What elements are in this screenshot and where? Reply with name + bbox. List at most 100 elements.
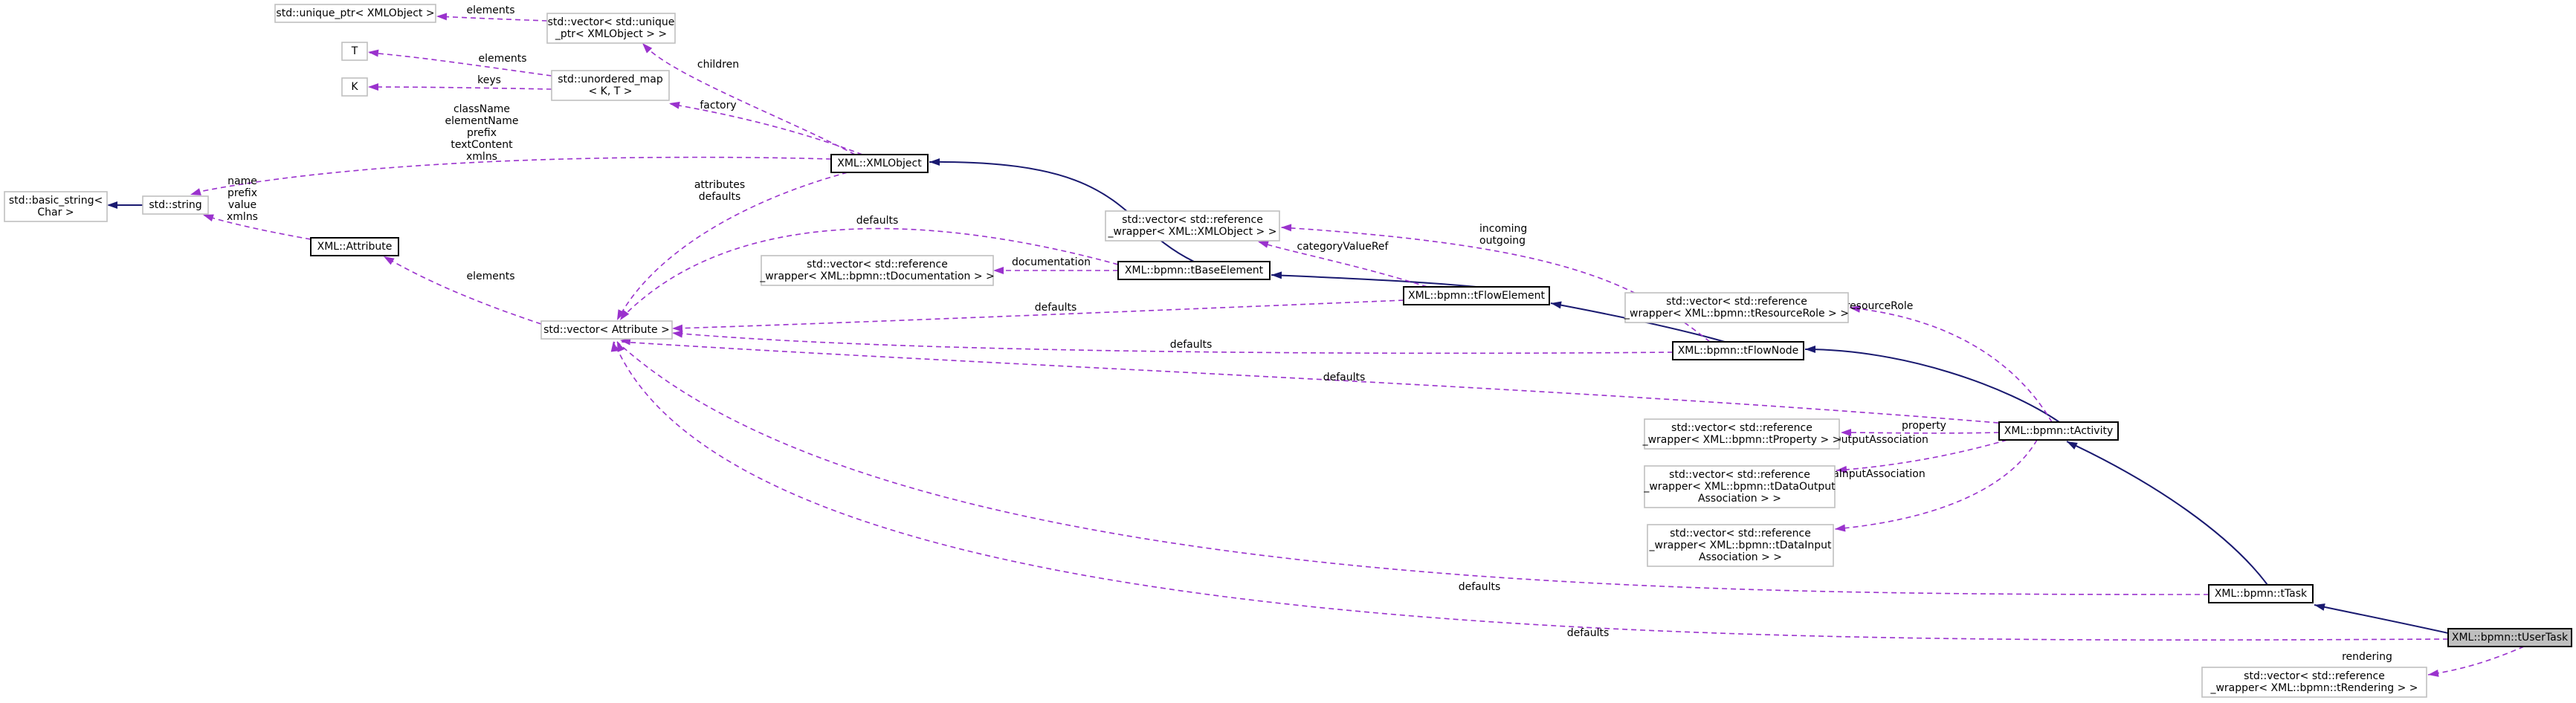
node-box	[761, 255, 994, 286]
class-node-vec-uptr[interactable]: std::vector< std::unique_ptr< XMLObject …	[546, 13, 676, 44]
arrowhead	[610, 341, 619, 352]
edge-e-activity-vecattr: defaults	[620, 337, 2008, 424]
edge-e-factory: factory	[669, 100, 863, 155]
arrowhead	[1258, 241, 1269, 248]
arrowhead	[620, 309, 630, 320]
arrowhead	[2428, 670, 2439, 677]
edge-line	[437, 16, 548, 22]
class-node-K[interactable]: K	[341, 77, 368, 97]
edge-label-line: defaults	[1459, 581, 1501, 593]
edge-label-line: documentation	[1012, 256, 1091, 268]
arrowhead	[1271, 271, 1282, 279]
node-label-line: XML::XMLObject	[837, 158, 922, 169]
node-label-line: XML::bpmn::tFlowElement	[1408, 290, 1546, 302]
edge-e-resource: resourceRole	[1846, 300, 2053, 423]
edge-e-elements-uptr: elements	[436, 4, 548, 22]
class-node-vec-prop[interactable]: std::vector< std::reference_wrapper< XML…	[1642, 418, 1841, 450]
edge-label-line: xmlns	[227, 211, 258, 223]
edge-label-line: attributes	[694, 179, 745, 191]
class-node-ttask[interactable]: XML::bpmn::tTask	[2208, 584, 2314, 603]
edge-label-line: defaults	[1323, 372, 1366, 383]
class-node-umap[interactable]: std::unordered_map< K, T >	[551, 70, 670, 101]
edge-label: defaults	[1323, 372, 1366, 383]
edge-label-line: defaults	[1567, 627, 1610, 639]
node-box	[1672, 341, 1804, 360]
node-label-line: K	[351, 81, 358, 93]
class-node-tflowelem[interactable]: XML::bpmn::tFlowElement	[1403, 286, 1550, 305]
class-node-string[interactable]: std::string	[142, 195, 209, 215]
edge-line	[1836, 439, 2008, 471]
edge-label-line: value	[228, 199, 256, 211]
class-node-vec-xmlref[interactable]: std::vector< std::reference_wrapper< XML…	[1105, 210, 1280, 242]
class-node-vec-dout[interactable]: std::vector< std::reference_wrapper< XML…	[1643, 465, 1836, 508]
class-node-xmlobject[interactable]: XML::XMLObject	[830, 154, 929, 173]
edge-e-flownode-vecattr: defaults	[672, 330, 1673, 354]
arrowhead	[672, 330, 683, 338]
edge-line	[1834, 439, 2038, 530]
edge-e-flowelem-vecattr: defaults	[672, 299, 1404, 332]
class-node-T[interactable]: T	[341, 42, 368, 61]
class-node-tbase[interactable]: XML::bpmn::tBaseElement	[1117, 261, 1271, 280]
arrowhead	[1281, 224, 1292, 232]
edge-label-line: elements	[466, 4, 514, 16]
node-label-line: _wrapper< XML::bpmn::tDataInput	[1649, 540, 1832, 551]
edge-label-line: defaults	[699, 191, 741, 203]
edge-label-line: factory	[700, 100, 736, 111]
class-node-vec-doc[interactable]: std::vector< std::reference_wrapper< XML…	[759, 255, 995, 286]
edge-line	[2066, 441, 2268, 586]
arrowhead	[642, 43, 653, 54]
edge-label: defaults	[1459, 581, 1501, 593]
class-node-uptr[interactable]: std::unique_ptr< XMLObject >	[274, 4, 436, 23]
edge-e-inh-string	[107, 201, 143, 209]
edge-label: defaults	[856, 215, 899, 227]
class-node-vec-attr[interactable]: std::vector< Attribute >	[540, 320, 673, 340]
node-label-line: _wrapper< XML::bpmn::tDocumentation > >	[759, 270, 995, 282]
node-label-line: std::vector< std::reference	[807, 259, 948, 270]
edge-label: rendering	[2342, 651, 2392, 663]
node-label-line: XML::bpmn::tFlowNode	[1678, 345, 1799, 357]
class-node-attribute[interactable]: XML::Attribute	[310, 237, 399, 256]
arrowhead	[1841, 429, 1851, 436]
arrowhead	[107, 201, 117, 209]
edge-e-category: categoryValueRef	[1258, 241, 1428, 288]
edge-e-keys: keys	[368, 74, 552, 91]
class-node-tflownode[interactable]: XML::bpmn::tFlowNode	[1672, 341, 1804, 360]
class-node-vec-res[interactable]: std::vector< std::reference_wrapper< XML…	[1624, 292, 1849, 323]
edge-e-din: dataInputAssociation	[1815, 439, 2038, 532]
arrowhead	[203, 214, 214, 222]
arrowhead	[436, 13, 448, 21]
edge-label-line: categoryValueRef	[1297, 241, 1389, 253]
node-box	[310, 237, 399, 256]
edge-label-line: resourceRole	[1846, 300, 1914, 312]
edge-label: defaults	[1170, 339, 1213, 351]
edge-label: elements	[466, 4, 514, 16]
node-box	[1105, 210, 1280, 242]
arrowhead	[929, 158, 940, 166]
edge-line	[1259, 242, 1428, 288]
edge-line	[191, 156, 832, 194]
node-box	[142, 195, 209, 215]
arrowhead	[669, 101, 680, 109]
class-node-vec-rend[interactable]: std::vector< std::reference_wrapper< XML…	[2201, 667, 2427, 698]
edge-label: defaults	[1567, 627, 1610, 639]
edge-e-children: children	[642, 43, 856, 155]
edge-label: categoryValueRef	[1297, 241, 1389, 253]
edge-e-rendering: rendering	[2342, 646, 2525, 677]
edge-label-line: defaults	[1170, 339, 1213, 351]
class-node-tactivity[interactable]: XML::bpmn::tActivity	[1998, 421, 2119, 441]
node-label-line: std::unique_ptr< XMLObject >	[276, 7, 434, 19]
edge-e-obj-string: classNameelementNameprefixtextContentxml…	[190, 103, 832, 195]
edge-line	[673, 332, 1673, 354]
node-box	[830, 154, 929, 173]
class-node-vec-din[interactable]: std::vector< std::reference_wrapper< XML…	[1647, 524, 1834, 567]
edge-line	[616, 341, 2209, 595]
edge-line	[618, 172, 848, 319]
edge-label-line: elements	[466, 270, 514, 282]
node-label-line: Association > >	[1698, 493, 1781, 505]
class-node-tusertask[interactable]: XML::bpmn::tUserTask	[2447, 628, 2572, 647]
class-node-basic-string[interactable]: std::basic_string<Char >	[4, 191, 108, 222]
